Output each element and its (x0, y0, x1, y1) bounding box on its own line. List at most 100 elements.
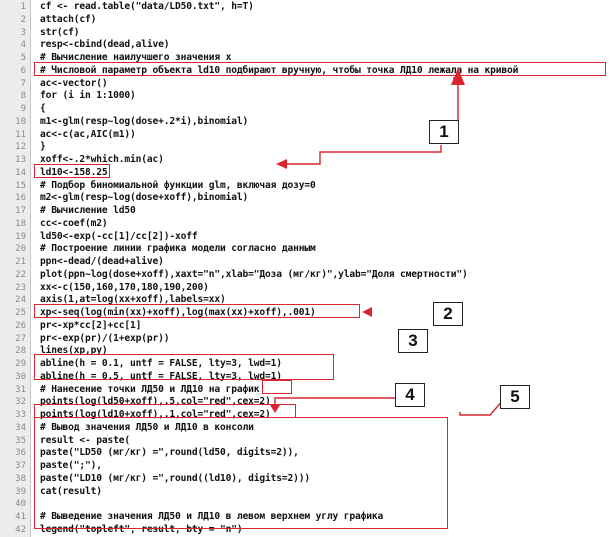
code-line[interactable]: 6 # Числовой параметр объекта ld10 подбир… (0, 65, 610, 78)
code-text: paste(";"), (40, 460, 102, 471)
code-line[interactable]: 20# Построение линии графика модели согл… (0, 243, 610, 256)
line-number: 30 (15, 371, 26, 382)
code-text: plot(ppn~log(dose+xoff),xaxt="n",xlab="Д… (40, 268, 468, 280)
code-line[interactable]: 22 plot(ppn~log(dose+xoff),xaxt="n",xlab=… (0, 269, 610, 282)
code-line[interactable]: 40 (0, 498, 610, 511)
code-text: str(cf) (40, 26, 80, 38)
callout-badge-5: 5 (500, 385, 530, 409)
highlight-lines-29-30 (34, 354, 334, 380)
code-text: points(log(ld10+xoff),.1,col="red",cex=2… (40, 409, 271, 420)
code-text: attach(cf) (40, 13, 97, 25)
line-number: 34 (15, 422, 26, 433)
code-text: m2<-glm(resp~log(dose+xoff),binomial) (40, 192, 249, 204)
code-text: ac<-vector() (40, 77, 108, 89)
arrowhead-4 (270, 405, 280, 413)
line-number: 42 (15, 524, 26, 535)
code-text: cc<-coef(m2) (40, 217, 108, 229)
code-line[interactable]: 12} (0, 141, 610, 154)
code-text: pr<-xp*cc[2]+cc[1] (40, 319, 142, 331)
code-line[interactable]: 37 paste(";"), (0, 460, 610, 473)
code-line[interactable]: 41# Выведение значения ЛД50 и ЛД10 в лев… (0, 511, 610, 524)
code-text: legend("topleft", result, bty = "n") (40, 523, 243, 535)
line-number: 26 (15, 320, 26, 331)
code-line[interactable]: 5# Вычисление наилучшего значения x (0, 52, 610, 65)
code-text: # Построение линии графика модели соглас… (40, 243, 316, 255)
code-line[interactable]: 33 points(log(ld10+xoff),.1,col="red",cex… (0, 409, 610, 422)
line-number: 36 (15, 448, 26, 459)
line-number: 18 (15, 218, 26, 229)
highlight-ld10-word (262, 380, 292, 394)
arrowhead-2 (362, 307, 372, 317)
code-line[interactable]: 3 str(cf) (0, 27, 610, 40)
code-text: # Числовой параметр объекта ld10 подбира… (40, 64, 519, 76)
code-line[interactable]: 15# Подбор биномиальной функции glm, вкл… (0, 180, 610, 193)
line-number: 7 (20, 78, 26, 89)
code-line[interactable]: 7 ac<-vector() (0, 78, 610, 91)
code-line[interactable]: 17# Вычисление ld50 (0, 205, 610, 218)
code-line[interactable]: 26 pr<-xp*cc[2]+cc[1] (0, 320, 610, 333)
code-line[interactable]: 25 xp<-seq(log(min(xx)+xoff),log(max(xx)+… (0, 307, 610, 320)
line-number: 33 (15, 410, 26, 420)
line-number-gutter (0, 0, 31, 537)
code-text: result <- paste( (40, 434, 131, 446)
code-text: points(log(ld50+xoff),.5,col="red",cex=2… (40, 396, 271, 408)
code-text: # Вычисление наилучшего значения x (40, 52, 232, 63)
line-number: 9 (20, 104, 26, 114)
line-number: 22 (15, 269, 26, 280)
code-line[interactable]: 38 paste("LD10 (мг/кг) =",round((ld10), d… (0, 473, 610, 486)
arrowhead-1b (276, 159, 287, 169)
code-line[interactable]: 39 cat(result) (0, 486, 610, 499)
line-number: 37 (15, 461, 26, 471)
line-number: 28 (15, 346, 26, 357)
code-line[interactable]: 34# Вывод значения ЛД50 и ЛД10 в консоли (0, 422, 610, 435)
line-number: 25 (15, 308, 26, 318)
code-text: m1<-glm(resp~log(dose+.2*i),binomial) (40, 115, 249, 127)
line-number: 8 (20, 91, 26, 102)
line-number: 21 (15, 257, 26, 267)
code-text: # Подбор биномиальной функции glm, включ… (40, 179, 316, 191)
arrowhead-1 (451, 68, 465, 85)
code-text: ld50<-exp(-cc[1]/cc[2])-xoff (40, 230, 198, 242)
code-text: xp<-seq(log(min(xx)+xoff),log(max(xx)+xo… (40, 307, 316, 318)
code-text: axis(1,at=log(xx+xoff),labels=xx) (40, 294, 226, 306)
code-text: abline(h = 0.1, untf = FALSE, lty=3, lwd… (40, 358, 282, 369)
line-number: 3 (20, 27, 26, 38)
code-text: paste("LD10 (мг/кг) =",round((ld10), dig… (40, 472, 311, 484)
code-text: cf <- read.table("data/LD50.txt", h=T) (40, 1, 254, 12)
line-number: 39 (15, 486, 26, 497)
code-line[interactable]: 31# Нанесение точки ЛД50 и ЛД10 на графи… (0, 384, 610, 397)
line-number: 38 (15, 473, 26, 484)
code-line[interactable]: 18 cc<-coef(m2) (0, 218, 610, 231)
code-text: cat(result) (40, 485, 102, 497)
line-number: 6 (20, 65, 26, 76)
code-text: # Нанесение точки ЛД50 и ЛД10 на график (40, 383, 260, 395)
code-line[interactable]: 42 legend("topleft", result, bty = "n") (0, 524, 610, 537)
code-text: xoff<-.2*which.min(ac) (40, 154, 164, 165)
line-number: 4 (20, 40, 26, 51)
highlight-line-6 (34, 62, 606, 76)
code-text: ac<-c(ac,AIC(m1)) (40, 128, 136, 140)
highlight-line-14 (34, 164, 110, 178)
code-line[interactable]: 9{ (0, 103, 610, 116)
callout-badge-1: 1 (429, 120, 459, 144)
